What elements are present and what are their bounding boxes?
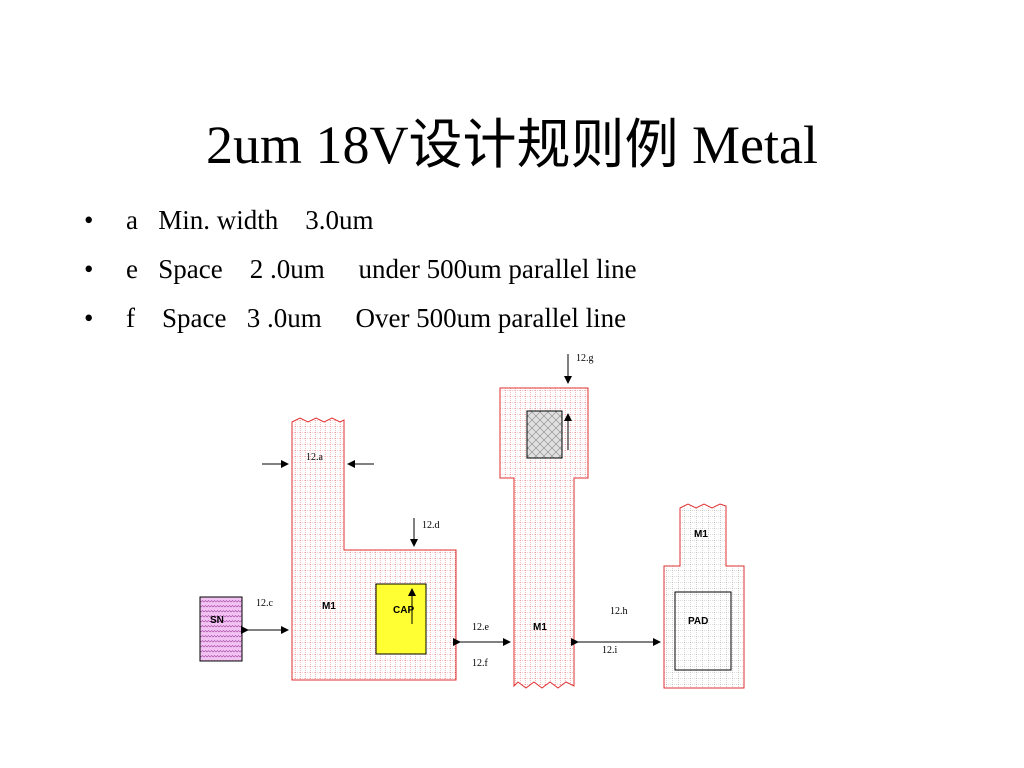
label-12c: 12.c [256,598,274,609]
sn-label: SN [210,615,224,626]
contact-block [526,410,563,459]
label-12i: 12.i [602,645,618,656]
bullet-item: • f Space 3 .0um Over 500um parallel line [84,294,637,343]
m1-center-metal [499,387,589,689]
m1-right-metal [663,503,745,689]
bullet-item: • a Min. width 3.0um [84,196,637,245]
label-12g: 12.g [576,353,594,364]
slide-title: 2um 18V设计规则例 Metal [206,115,818,175]
bullet-text: e Space 2 .0um under 500um parallel line [126,254,637,284]
label-12d: 12.d [422,520,440,531]
label-12h: 12.h [610,606,628,617]
bullet-list: • a Min. width 3.0um • e Space 2 .0um unde… [84,196,637,343]
m1-right-label: M1 [694,529,708,540]
label-12e: 12.e [472,622,490,633]
cap-label: CAP [393,605,414,616]
bullet-dot: • [84,303,94,333]
m1-center-label: M1 [533,622,547,633]
bullet-dot: • [84,205,94,235]
label-12a: 12.a [306,452,324,463]
bullet-dot: • [84,254,94,284]
bullet-text: f Space 3 .0um Over 500um parallel line [126,303,627,333]
m1-left-label: M1 [322,601,336,612]
bullet-item: • e Space 2 .0um under 500um parallel lin… [84,245,637,294]
pad-block [674,591,732,671]
sn-block [199,596,243,662]
bullet-text: a Min. width 3.0um [126,205,374,235]
pad-label: PAD [688,616,708,627]
label-12f: 12.f [472,658,489,669]
cap-block [375,583,427,655]
